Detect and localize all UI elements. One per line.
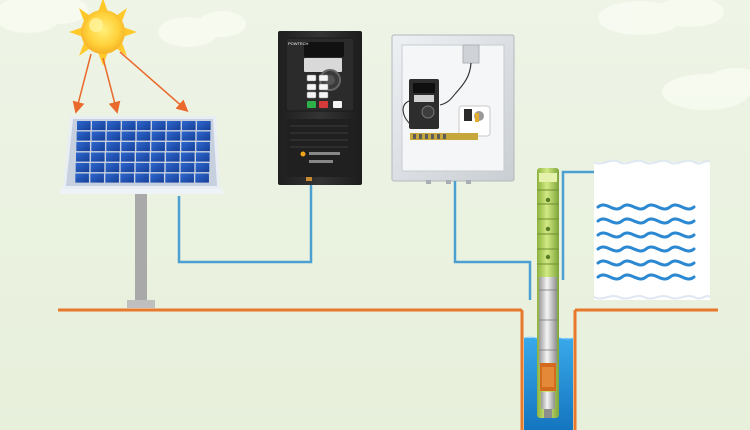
solar-cell	[122, 121, 136, 131]
solar-cell	[107, 121, 121, 131]
tank-wave	[596, 273, 696, 281]
solar-cell	[121, 152, 135, 162]
cloud-decoration	[0, 0, 750, 110]
solar-cell-grid	[75, 121, 211, 183]
solar-cell	[76, 131, 91, 141]
solar-cell	[136, 142, 150, 152]
solar-cell	[92, 121, 106, 131]
solar-cell	[167, 121, 181, 131]
solar-cell	[137, 121, 151, 131]
solar-cell	[120, 173, 134, 183]
tank-wave	[596, 203, 696, 211]
solar-panel-icon	[60, 116, 223, 308]
sun-rays	[72, 51, 189, 114]
solar-cell	[181, 142, 195, 152]
solar-cell	[120, 163, 135, 173]
solar-cell	[196, 152, 210, 162]
solar-cell	[196, 131, 211, 141]
solar-cell	[121, 142, 135, 152]
solar-cell	[180, 163, 195, 173]
solar-cell	[196, 142, 210, 152]
solar-cell	[75, 163, 90, 173]
water-tank-icon	[593, 159, 711, 300]
solar-cell	[76, 152, 90, 162]
solar-cell	[182, 121, 196, 131]
solar-cell	[195, 163, 210, 173]
solar-cell	[151, 131, 166, 141]
solar-cell	[181, 131, 196, 141]
solar-cell	[135, 173, 149, 183]
tank-wave	[596, 217, 696, 225]
solar-cell	[105, 163, 120, 173]
solar-cell	[75, 173, 89, 183]
solar-cell	[136, 152, 150, 162]
vfd-brand-label: POWTECH	[288, 41, 309, 46]
solar-cell	[90, 173, 104, 183]
solar-cell	[91, 131, 106, 141]
vfd-inverter-icon: POWTECH	[278, 31, 362, 185]
solar-cell	[91, 142, 105, 152]
tank-wave	[596, 259, 696, 267]
solar-cell	[91, 152, 105, 162]
sun-icon	[69, 0, 137, 66]
solar-cell	[166, 152, 180, 162]
solar-cell	[166, 142, 180, 152]
solar-cell	[106, 131, 121, 141]
solar-cell	[77, 121, 91, 131]
solar-cell	[106, 142, 120, 152]
solar-cell	[165, 173, 179, 183]
solar-cell	[180, 173, 194, 183]
system-wiring	[177, 170, 594, 300]
tank-wave	[596, 231, 696, 239]
solar-cell	[151, 152, 165, 162]
solar-cell	[195, 173, 209, 183]
solar-cell	[181, 152, 195, 162]
solar-cell	[152, 121, 166, 131]
solar-cell	[150, 173, 164, 183]
solar-cell	[90, 163, 105, 173]
solar-cell	[121, 131, 136, 141]
tank-wave	[596, 245, 696, 253]
solar-cell	[106, 152, 120, 162]
solar-cell	[166, 131, 181, 141]
solar-cell	[135, 163, 150, 173]
solar-cell	[105, 173, 119, 183]
solar-cell	[76, 142, 90, 152]
control-box-icon	[391, 34, 515, 184]
solar-cell	[165, 163, 180, 173]
solar-cell	[151, 142, 165, 152]
ground-line	[58, 308, 718, 430]
solar-cell	[150, 163, 165, 173]
submersible-pump-icon	[537, 168, 559, 418]
tank-water-waves	[596, 203, 696, 281]
solar-cell	[136, 131, 151, 141]
solar-cell	[197, 121, 211, 131]
